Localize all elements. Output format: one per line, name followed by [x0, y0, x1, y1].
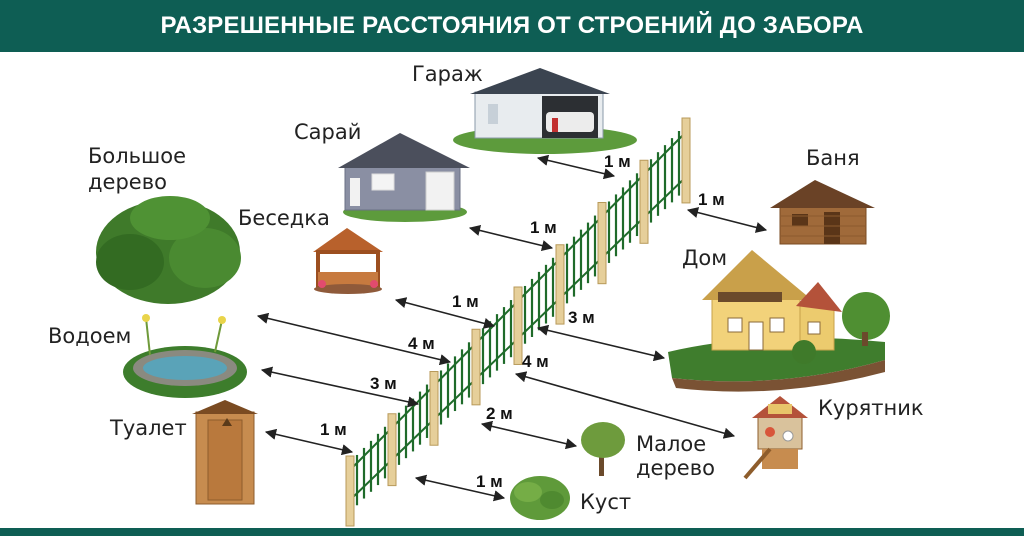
fence-post	[429, 371, 439, 446]
gazebo-illustration	[313, 228, 383, 294]
distance-bush: 1 м	[476, 472, 503, 491]
arrow-shed	[468, 224, 554, 252]
label-pond: Водоем	[48, 324, 132, 348]
arrow-bathhouse	[686, 207, 768, 233]
distance-gazebo: 1 м	[452, 292, 479, 311]
chicken-coop-illustration	[743, 396, 808, 480]
fence-post	[471, 328, 481, 406]
distance-toilet: 1 м	[320, 420, 347, 439]
distance-arrows	[256, 154, 768, 502]
label-house: Дом	[682, 246, 728, 270]
fence-post	[345, 455, 355, 527]
fence-post	[387, 413, 397, 487]
arrow-toilet	[264, 428, 354, 456]
distance-pond: 3 м	[370, 374, 397, 393]
distance-big-tree: 4 м	[408, 334, 435, 353]
bottom-bar	[0, 528, 1024, 536]
fence-post	[597, 202, 607, 285]
arrow-garage	[536, 154, 616, 180]
pond-illustration	[123, 314, 247, 398]
distance-bathhouse: 1 м	[698, 190, 725, 209]
fence-post	[513, 286, 523, 365]
arrow-house	[536, 324, 666, 362]
label-small-tree-line2: дерево	[636, 456, 715, 480]
toilet-illustration	[192, 400, 258, 505]
big-tree-illustration	[96, 196, 241, 304]
fence-posts	[345, 117, 691, 527]
label-toilet: Туалет	[110, 416, 187, 440]
fence-post	[639, 159, 649, 244]
shed-illustration	[338, 133, 470, 222]
garage-illustration	[453, 68, 637, 154]
fence	[345, 117, 691, 527]
distance-shed: 1 м	[530, 218, 557, 237]
distance-small-tree: 2 м	[486, 404, 513, 423]
label-garage: Гараж	[412, 62, 483, 86]
label-small-tree-line1: Малое	[636, 432, 707, 456]
label-big-tree-line2: дерево	[88, 170, 167, 194]
house-illustration	[668, 250, 890, 392]
arrow-bush	[414, 474, 506, 502]
title-banner: РАЗРЕШЕННЫЕ РАССТОЯНИЯ ОТ СТРОЕНИЙ ДО ЗА…	[0, 0, 1024, 52]
distance-garage: 1 м	[604, 152, 631, 171]
bush-illustration	[510, 476, 570, 520]
arrow-big-tree	[256, 312, 452, 366]
arrow-gazebo	[394, 297, 496, 329]
label-gazebo: Беседка	[238, 206, 330, 230]
arrow-pond	[260, 366, 420, 408]
label-chicken-coop: Курятник	[818, 396, 924, 420]
distance-house: 3 м	[568, 308, 595, 327]
arrow-chicken-coop	[514, 371, 736, 439]
label-big-tree-line1: Большое	[88, 144, 187, 168]
small-tree-illustration	[581, 422, 625, 476]
distance-chicken-coop: 4 м	[522, 352, 549, 371]
bathhouse-illustration	[770, 180, 875, 245]
label-shed: Сарай	[294, 120, 362, 144]
label-bush: Куст	[580, 490, 632, 514]
fence-post	[681, 117, 691, 204]
fence-post	[555, 244, 565, 325]
arrow-small-tree	[480, 420, 578, 450]
label-bathhouse: Баня	[806, 146, 860, 170]
